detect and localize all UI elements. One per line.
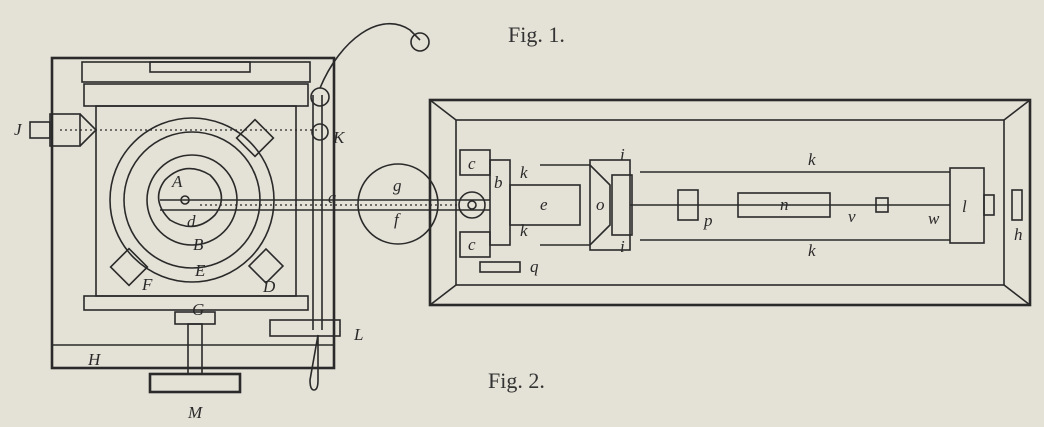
label-i-top: i	[620, 145, 625, 164]
left-apparatus	[29, 23, 490, 394]
label-k-3: k	[808, 150, 816, 169]
label-D: D	[262, 277, 276, 296]
right-apparatus	[428, 98, 1032, 307]
label-E: E	[194, 261, 206, 280]
label-A: A	[171, 172, 183, 191]
label-o: o	[596, 195, 605, 214]
label-M: M	[187, 403, 203, 422]
label-B: B	[193, 235, 204, 254]
label-q: q	[530, 257, 539, 276]
label-v: v	[848, 207, 856, 226]
label-a: a	[328, 188, 337, 207]
label-K: K	[332, 128, 346, 147]
label-H: H	[87, 350, 102, 369]
label-G: G	[192, 300, 204, 319]
label-c-top: c	[468, 154, 476, 173]
label-e: e	[540, 195, 548, 214]
label-l: l	[962, 197, 967, 216]
label-L: L	[353, 325, 363, 344]
figure-2-caption: Fig. 2.	[488, 368, 545, 393]
label-p: p	[703, 211, 713, 230]
label-c-bottom: c	[468, 235, 476, 254]
label-g: g	[393, 176, 402, 195]
label-k-4: k	[808, 241, 816, 260]
label-h: h	[1014, 225, 1023, 244]
label-F: F	[141, 275, 153, 294]
label-n: n	[780, 195, 789, 214]
label-J: J	[14, 120, 23, 139]
label-f: f	[394, 210, 401, 229]
figure-1-caption: Fig. 1.	[508, 22, 565, 47]
label-k-2: k	[520, 221, 528, 240]
label-k-1: k	[520, 163, 528, 182]
label-i-bottom: i	[620, 237, 625, 256]
label-w: w	[928, 209, 940, 228]
label-b: b	[494, 173, 503, 192]
label-d: d	[187, 212, 196, 231]
drawing-labels: J K A d B E F D G H L M a g f c c b k k …	[14, 120, 1023, 422]
